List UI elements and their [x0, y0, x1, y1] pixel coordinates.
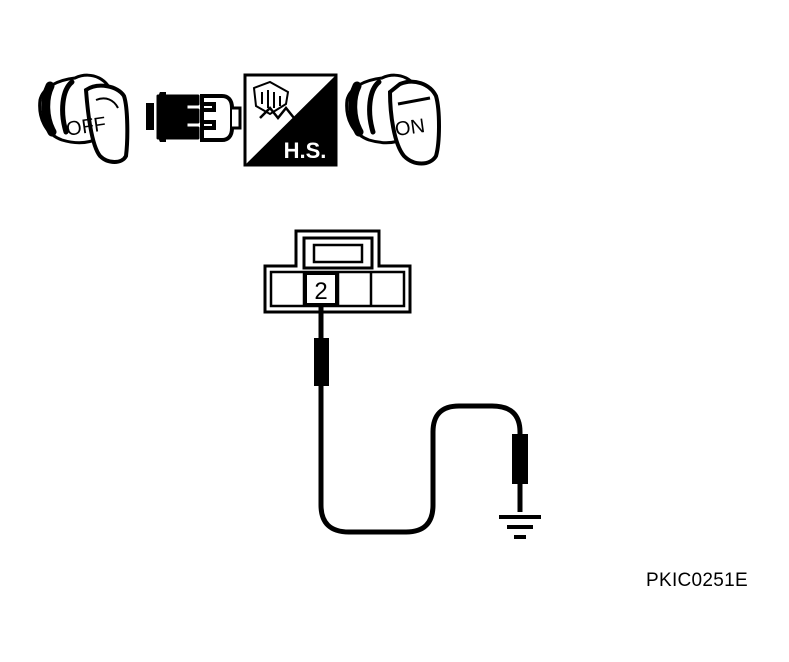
ground-lead-tip	[512, 434, 528, 484]
disconnect-connector-icon	[146, 92, 242, 142]
terminal-2-cell	[305, 273, 337, 305]
ignition-key-off-icon: OFF	[38, 73, 130, 164]
hs-label: H.S.	[284, 138, 327, 163]
ignition-key-on-icon: ON	[345, 73, 441, 166]
terminal-label: 2	[314, 278, 327, 305]
connector-face: 2	[263, 229, 412, 314]
ground-symbol-icon	[499, 515, 541, 539]
test-lead-tip	[314, 338, 329, 386]
key-on-label: ON	[394, 115, 427, 141]
probe-wire	[314, 306, 528, 535]
figure-code: PKIC0251E	[646, 570, 748, 591]
harness-side-icon: H.S.	[243, 73, 338, 167]
